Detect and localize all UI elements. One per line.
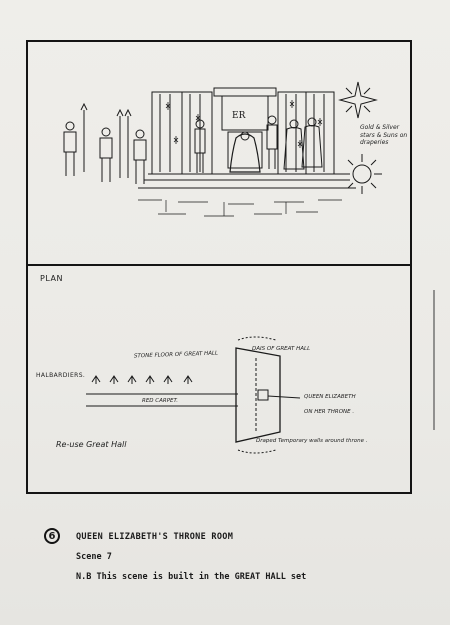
plan-label: PLAN [40,274,63,283]
svg-text:ER: ER [232,111,246,121]
reuse-note: Re-use Great Hall [56,440,127,449]
throne-room-sketch: ER [28,42,410,264]
star-emblem [338,81,378,119]
throne-mark [257,389,269,401]
courtiers-sketch [194,115,323,173]
halberdiers-label: HALBARDIERS. [36,372,86,379]
queen-throne-label: ON HER THRONE . [304,409,355,415]
draped-walls-note: Draped Temporary walls around throne . [256,438,368,444]
sun-emblem [342,154,382,194]
queen-figure [229,133,261,173]
scene-number-badge: 6 [44,528,60,544]
sketch-drawing: ER [63,81,382,217]
binding-mark [433,290,435,430]
dais-label: DAIS OF GREAT HALL [252,346,311,352]
scene-title: QUEEN ELIZABETH'S THRONE ROOM [76,532,234,542]
floor-plan: PLAN STONE FLOOR OF GREAT HALL DAIS OF G… [28,266,410,492]
red-carpet-label: RED CARPET. [142,398,178,404]
plan-drawing [86,336,301,454]
stars-note: Gold & Silver stars & Suns on draperies [360,124,408,146]
scene-note: N.B This scene is built in the GREAT HAL… [76,572,307,582]
dais-outline [235,347,281,443]
drapery-stars [165,100,323,148]
halberdiers-sketch [63,102,147,184]
queen-label: QUEEN ELIZABETH [304,394,356,400]
storyboard-frame [26,40,412,494]
canopy [213,87,277,97]
halberdier-marks [91,375,193,384]
scene-number: Scene 7 [76,552,112,562]
panel-divider [26,264,412,266]
